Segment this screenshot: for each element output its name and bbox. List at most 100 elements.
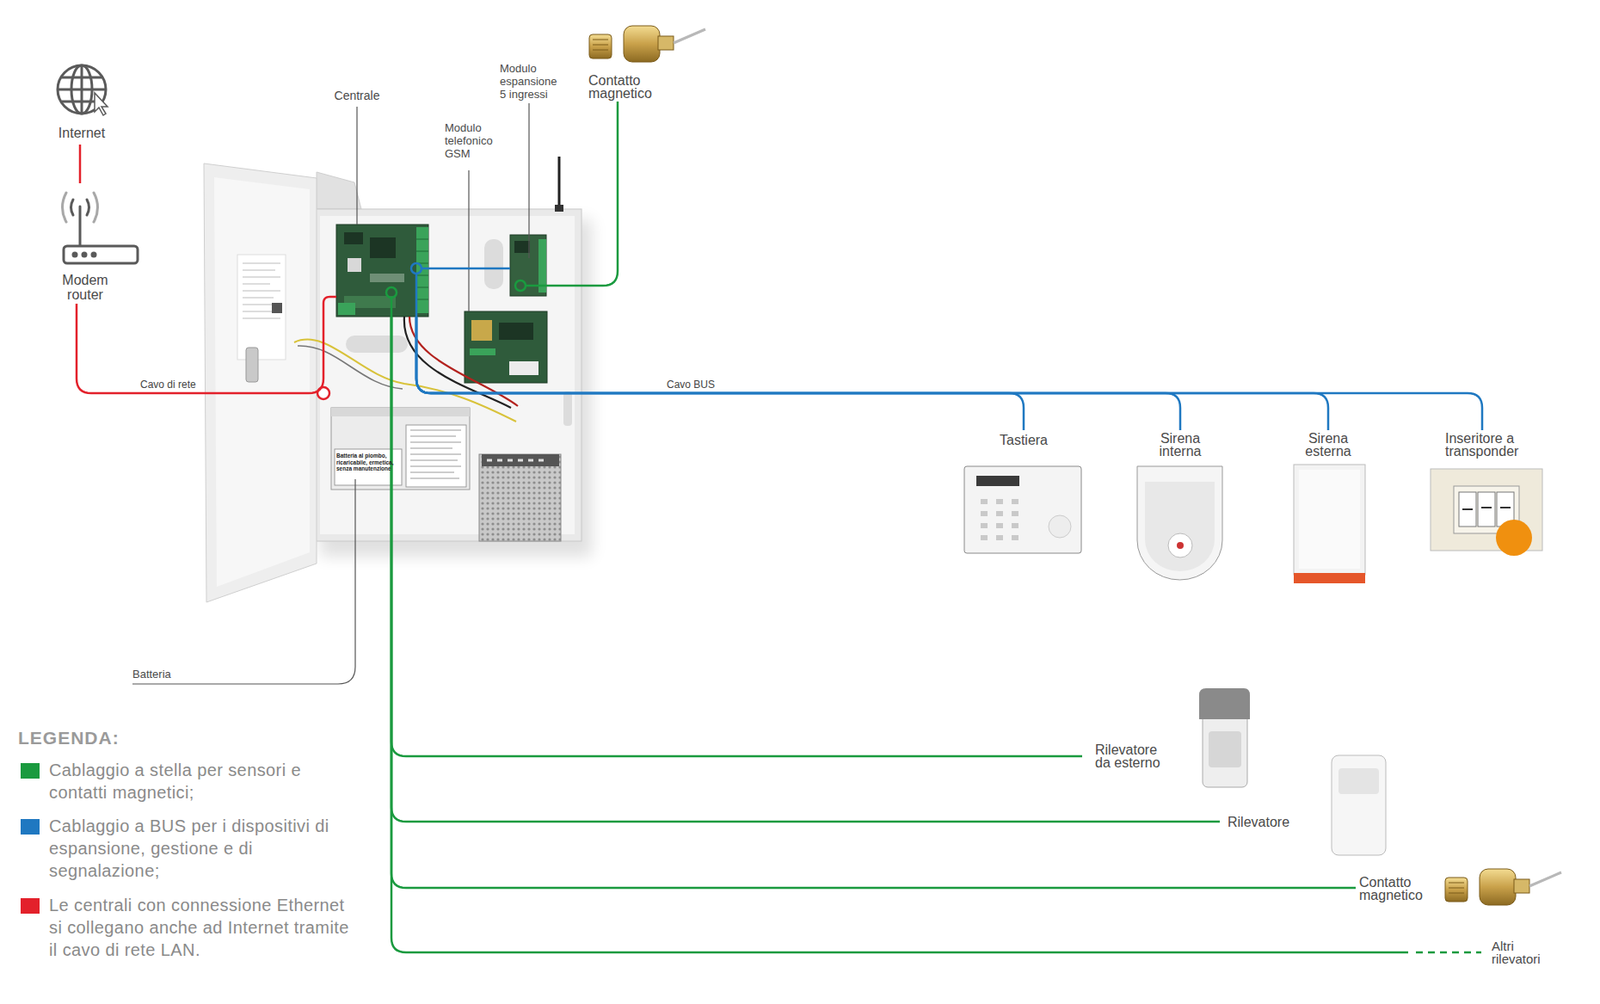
component-label: Contatto magnetico <box>588 73 666 100</box>
router-icon: Modem router <box>56 183 143 304</box>
keypad-illustration <box>1048 515 1071 538</box>
keypad-illustration <box>1011 535 1019 541</box>
keypad-illustration <box>976 475 1020 487</box>
wire-connector <box>416 316 1483 431</box>
detector-illustration <box>1331 755 1386 856</box>
globe-icon <box>94 92 108 116</box>
magnetic-contact-icon <box>589 34 612 59</box>
cabinet-illustration <box>345 335 408 353</box>
keypad-illustration <box>996 535 1004 541</box>
keypad-illustration <box>1011 523 1019 529</box>
cabinet-illustration <box>246 347 259 382</box>
transponder-illustration <box>1477 492 1496 527</box>
legend-text: Cablaggio a BUS per i dispositivi di esp… <box>49 814 351 882</box>
cabinet-illustration <box>409 316 518 407</box>
indoor-siren-illustration <box>1137 466 1223 580</box>
cabinet-illustration <box>416 227 429 314</box>
wire-connector <box>416 316 1181 431</box>
cabinet-illustration <box>558 156 561 210</box>
magnetic-contact-icon <box>1513 879 1530 893</box>
indoor-siren-illustration <box>1176 541 1184 549</box>
legend-heading: LEGENDA: <box>18 726 191 749</box>
star-wiring <box>1415 951 1482 954</box>
cabinet-illustration <box>484 239 504 290</box>
terminal-point <box>317 387 330 400</box>
indoor-siren-illustration <box>1137 466 1223 580</box>
outdoor-siren: Sirena esterna <box>1285 430 1372 585</box>
indoor-siren-illustration <box>1168 533 1193 558</box>
cabinet-illustration <box>203 163 317 603</box>
cabinet-illustration <box>331 407 470 490</box>
component-label: Modem router <box>56 272 114 302</box>
component-label: Tastiera <box>959 431 1089 449</box>
cabinet-illustration <box>404 316 511 408</box>
wire-connector <box>391 316 1083 757</box>
globe-icon <box>57 65 108 116</box>
indoor-siren-illustration <box>1144 481 1215 572</box>
cabinet-illustration <box>554 204 564 212</box>
legend-text: Le centrali con connessione Ethernet si … <box>49 893 351 961</box>
star-wiring <box>391 316 1409 953</box>
magnetic-contact-icon <box>1529 872 1562 887</box>
cable-label: Cavo BUS <box>666 378 715 391</box>
detector: Rilevatore <box>1219 752 1390 858</box>
component-label: Centrale <box>318 88 396 104</box>
terminal-point <box>386 287 397 298</box>
magnetic-contact: Contatto magnetico <box>1355 864 1554 913</box>
router-icon <box>91 252 98 259</box>
cabinet-illustration <box>406 424 467 487</box>
cabinet-illustration <box>203 156 592 603</box>
control-board: Centrale <box>336 224 429 317</box>
wire-connector <box>79 144 82 184</box>
wire-connector <box>546 101 618 286</box>
outdoor-detector-illustration <box>1208 731 1242 768</box>
cabinet-illustration <box>237 254 286 360</box>
terminal-point <box>416 268 429 317</box>
keypad-illustration <box>996 523 1004 529</box>
gsm-module: Modulo telefonico GSM <box>464 311 548 383</box>
legend-swatch <box>20 818 40 835</box>
terminal-point <box>411 263 422 274</box>
legend-swatch <box>20 763 40 779</box>
legend-swatch <box>20 898 40 914</box>
keypad-illustration <box>996 510 1004 517</box>
keypad-illustration <box>980 523 988 529</box>
cabinet-illustration <box>538 239 547 293</box>
cabinet-illustration <box>336 224 429 317</box>
cabinet-illustration <box>481 454 560 467</box>
cabinet-illustration <box>369 237 396 259</box>
globe-icon <box>80 65 84 114</box>
component-label: Rilevatore da esterno <box>1095 743 1173 770</box>
outdoor-siren-illustration <box>1293 572 1366 584</box>
terminal-point <box>390 297 394 317</box>
cabinet-illustration <box>479 454 561 542</box>
cabinet-illustration <box>498 322 534 340</box>
cabinet-illustration <box>509 361 539 376</box>
magnetic-contact-icon <box>1445 877 1468 902</box>
magnetic-contact-icon <box>1479 868 1516 905</box>
router-icon <box>79 206 82 247</box>
terminal-point <box>515 280 526 291</box>
cabinet-illustration <box>338 302 356 315</box>
outdoor-siren-illustration <box>1298 469 1360 569</box>
transponder-reader: Inseritore a transponder <box>1419 430 1545 555</box>
cabinet-illustration <box>471 320 493 341</box>
cabinet-illustration <box>469 348 496 356</box>
keypad-illustration <box>1011 510 1019 517</box>
leader-line <box>467 170 469 312</box>
cabinet-illustration <box>214 177 310 587</box>
component-label: Sirena esterna <box>1298 431 1359 458</box>
indoor-siren: Sirena interna <box>1131 430 1230 585</box>
detector-note: Altri rilevatori <box>1491 939 1552 966</box>
cabinet-illustration <box>369 273 405 283</box>
cabinet-illustration <box>563 391 573 426</box>
cabinet-illustration <box>410 430 462 479</box>
component-label: Modulo telefonico GSM <box>444 121 507 160</box>
keypad-illustration <box>964 466 1082 554</box>
cabinet-illustration <box>510 234 547 296</box>
terminal-point <box>317 263 547 400</box>
expansion-module: Modulo espansione 5 ingressi <box>510 234 547 296</box>
magnetic-contact-icon <box>1448 882 1465 893</box>
magnetic-contact-icon <box>623 25 660 62</box>
cabinet-illustration <box>311 209 582 542</box>
